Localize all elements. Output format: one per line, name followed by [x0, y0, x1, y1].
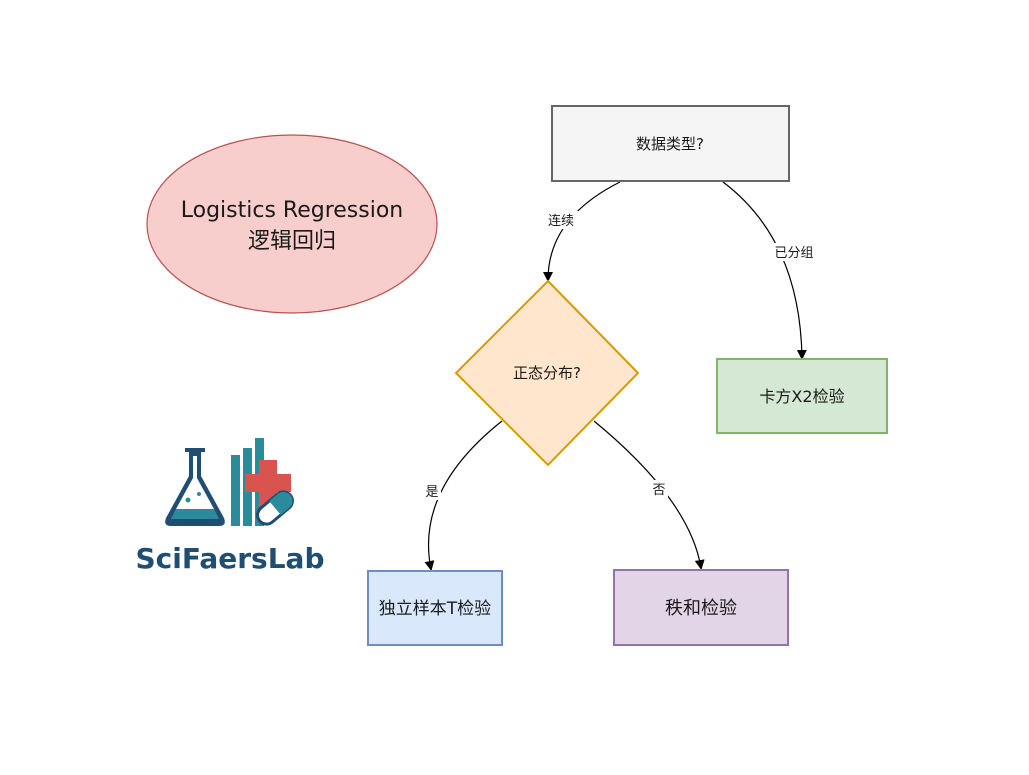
title-bubble: Logistics Regression 逻辑回归 [146, 134, 438, 314]
node-rank-sum-label: 秩和检验 [665, 598, 737, 619]
node-t-test-label: 独立样本T检验 [379, 599, 491, 619]
capsule-icon [256, 490, 294, 526]
flask-icon [165, 448, 225, 526]
edge-label-no: 否 [652, 483, 665, 498]
edge-yes: 是 [423, 420, 503, 571]
node-t-test: 独立样本T检验 [367, 570, 503, 646]
edge-continuous: 连续 [543, 181, 621, 282]
edge-label-continuous: 连续 [548, 213, 574, 229]
title-line-chinese: 逻辑回归 [248, 229, 336, 254]
node-data-type-label: 数据类型? [636, 135, 704, 153]
node-normal-distribution: 正态分布? [454, 279, 640, 467]
edge-grouped: 已分组 [722, 181, 818, 360]
node-data-type: 数据类型? [551, 105, 790, 182]
node-normal-distribution-label: 正态分布? [513, 364, 581, 382]
medical-cross-icon [245, 460, 291, 506]
node-chi-square-label: 卡方X2检验 [759, 387, 844, 406]
edge-label-yes: 是 [425, 485, 438, 500]
title-line-english: Logistics Regression [181, 198, 404, 223]
scifaerslab-logo: SciFaersLab [136, 438, 325, 575]
edge-label-grouped: 已分组 [774, 246, 813, 261]
edge-no: 否 [593, 420, 705, 570]
logo-wordmark: SciFaersLab [136, 542, 325, 575]
node-rank-sum: 秩和检验 [613, 569, 789, 646]
node-chi-square: 卡方X2检验 [716, 358, 888, 434]
